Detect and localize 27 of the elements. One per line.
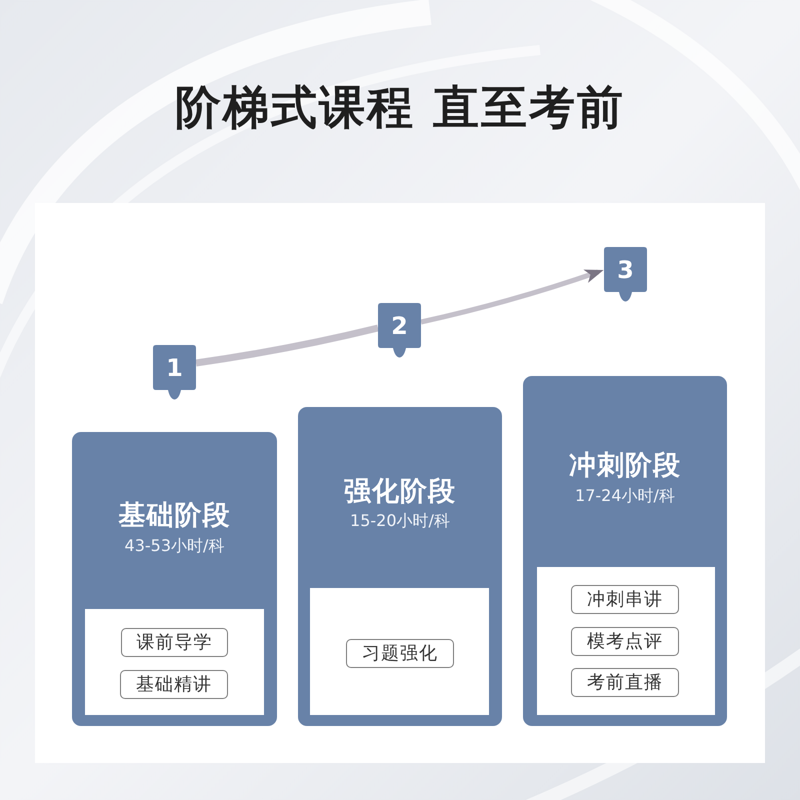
topic-tag: 模考点评 — [571, 627, 679, 656]
stage-hours: 15-20小时/科 — [350, 510, 450, 532]
step-number: 1 — [166, 356, 183, 380]
stage-title: 基础阶段 — [118, 499, 230, 533]
stage-hours: 43-53小时/科 — [124, 535, 224, 557]
progress-line — [196, 324, 379, 366]
topic-tag: 课前导学 — [121, 628, 228, 657]
step-marker — [378, 303, 421, 358]
step-number: 2 — [391, 314, 408, 338]
topic-tag: 基础精讲 — [120, 670, 228, 699]
topic-tag: 考前直播 — [571, 668, 679, 697]
topic-panel — [85, 609, 264, 715]
stage-hours: 17-24小时/科 — [575, 485, 675, 507]
stage-card — [72, 432, 277, 726]
stage-title: 强化阶段 — [344, 475, 456, 509]
topic-panel — [537, 567, 715, 715]
step-number: 3 — [617, 258, 634, 282]
topic-tag: 冲刺串讲 — [571, 585, 679, 614]
stage-card — [298, 407, 502, 726]
stage-title: 冲刺阶段 — [569, 449, 681, 483]
stage-card — [523, 376, 727, 726]
page-title: 阶梯式课程 直至考前 — [174, 79, 625, 136]
topic-panel — [310, 588, 489, 715]
topic-tag: 习题强化 — [346, 639, 454, 668]
progress-arrow — [420, 270, 604, 324]
step-marker — [604, 247, 647, 302]
step-marker — [153, 345, 196, 400]
